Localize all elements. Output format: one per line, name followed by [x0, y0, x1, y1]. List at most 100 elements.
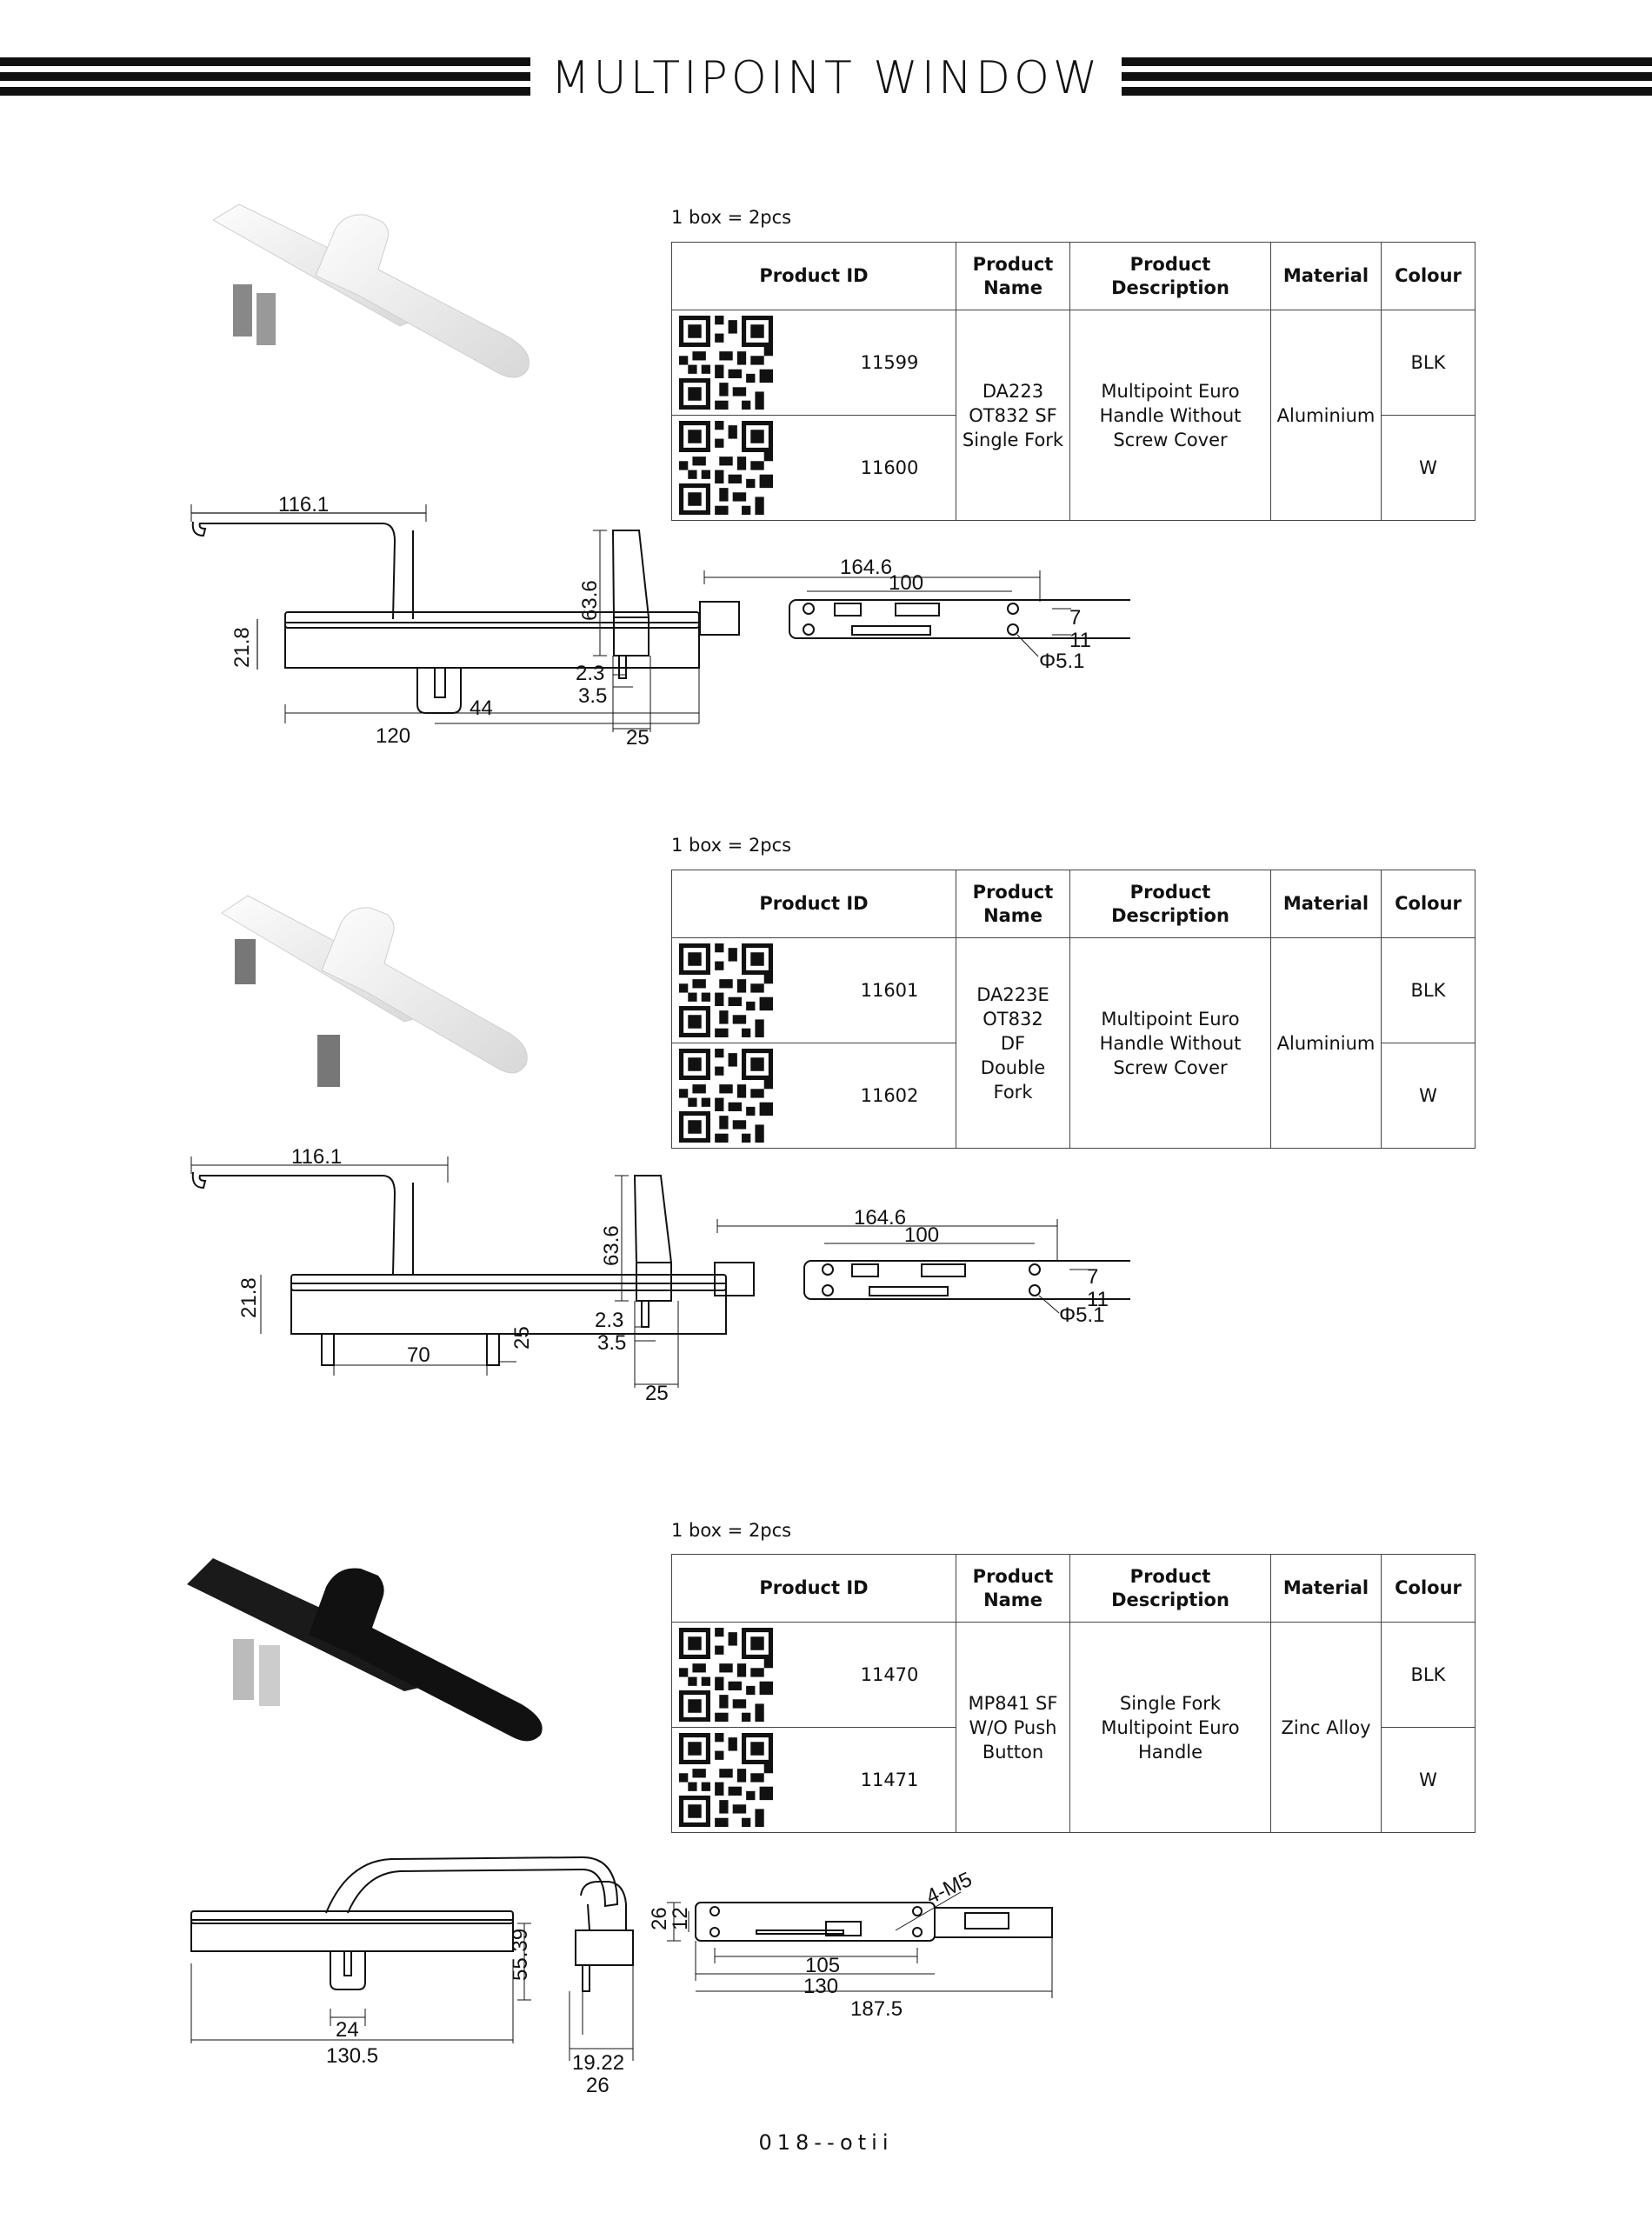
dim-label: 130.5 — [326, 2044, 378, 2068]
qr-code-icon[interactable] — [679, 1628, 773, 1722]
dim-label: 19.22 — [572, 2051, 624, 2075]
dim-label: 3.5 — [578, 684, 607, 708]
dim-label: 25 — [510, 1326, 534, 1350]
product-id: 11601 — [860, 980, 919, 1001]
product-id-cell: 11470 — [671, 1622, 956, 1728]
dim-label: 25 — [645, 1382, 669, 1405]
product-colour: BLK — [1381, 310, 1475, 416]
product-material: Aluminium — [1270, 310, 1382, 521]
header-stripes-left — [0, 57, 556, 96]
qr-code-icon[interactable] — [679, 1049, 773, 1143]
header-product-description: Product Description — [1069, 242, 1271, 310]
dim-label: 2.3 — [595, 1309, 623, 1332]
product-id: 11599 — [860, 352, 919, 373]
dim-label: 12 — [669, 1907, 692, 1930]
product-id: 11471 — [860, 1769, 919, 1790]
dim-label: 116.1 — [291, 1148, 342, 1169]
technical-drawing: 116.1 21.8 70 25 63.6 2.3 3.5 25 164.6 1… — [190, 1148, 1130, 1405]
product-colour: W — [1381, 415, 1475, 521]
dim-label: 100 — [904, 1223, 939, 1247]
dim-label: 7 — [1087, 1265, 1098, 1289]
dim-label: 11 — [1069, 629, 1091, 652]
header-product-name: Product Name — [956, 242, 1070, 310]
dim-label: 63.6 — [600, 1225, 623, 1266]
product-description: Multipoint Euro Handle Without Screw Cov… — [1069, 310, 1271, 521]
product-id-cell: 11599 — [671, 310, 956, 416]
product-photo-white-handle-double-fork — [221, 895, 528, 1087]
box-note: 1 box = 2pcs — [671, 207, 792, 228]
product-id-cell: 11471 — [671, 1727, 956, 1833]
dim-label: 11 — [1087, 1288, 1109, 1311]
dim-label: 100 — [889, 571, 923, 595]
dim-label: 4-M5 — [923, 1868, 976, 1909]
dim-label: 130 — [803, 1975, 838, 1998]
product-colour: BLK — [1381, 1622, 1475, 1728]
product-description: Single Fork Multipoint Euro Handle — [1069, 1622, 1271, 1833]
product-material: Aluminium — [1270, 937, 1382, 1149]
box-note: 1 box = 2pcs — [671, 1520, 792, 1541]
product-id: 11602 — [860, 1085, 919, 1106]
technical-drawing: 116.1 21.8 120 44 63.6 2.3 3.5 25 164.6 … — [190, 496, 1130, 750]
dim-label: 105 — [805, 1954, 840, 1977]
qr-code-icon[interactable] — [679, 943, 773, 1037]
dim-label: 25 — [626, 726, 649, 750]
product-id-cell: 11602 — [671, 1043, 956, 1149]
header-product-name: Product Name — [956, 870, 1070, 938]
header-product-name: Product Name — [956, 1554, 1070, 1623]
product-photo-white-handle-single-fork — [212, 203, 530, 378]
product-material: Zinc Alloy — [1270, 1622, 1382, 1833]
product-table: Product ID Product Name Product Descript… — [671, 870, 1475, 1149]
dim-label: 26 — [586, 2074, 610, 2096]
dim-label: 7 — [1069, 606, 1081, 630]
dim-label: 24 — [336, 2018, 359, 2042]
header-product-id: Product ID — [671, 870, 956, 938]
product-name: MP841 SF W/O Push Button — [956, 1622, 1070, 1833]
header-colour: Colour — [1381, 1554, 1475, 1623]
qr-code-icon[interactable] — [679, 316, 773, 410]
dim-label: 116.1 — [278, 496, 329, 517]
page-footer: 018--otii — [758, 2130, 894, 2155]
header-product-description: Product Description — [1069, 870, 1271, 938]
product-colour: W — [1381, 1727, 1475, 1833]
product-name: DA223 OT832 SF Single Fork — [956, 310, 1070, 521]
page-header: MULTIPOINT WINDOW — [0, 50, 1652, 104]
header-stripes-right — [1100, 57, 1652, 96]
qr-code-icon[interactable] — [679, 1733, 773, 1827]
header-colour: Colour — [1381, 870, 1475, 938]
product-table: Product ID Product Name Product Descript… — [671, 242, 1475, 521]
dim-label: 44 — [470, 696, 493, 720]
header-material: Material — [1270, 242, 1382, 310]
technical-drawing: 55.39 24 130.5 19.22 26 4-M5 26 12 105 1… — [190, 1856, 1053, 2096]
product-table: Product ID Product Name Product Descript… — [671, 1554, 1475, 1833]
product-colour: W — [1381, 1043, 1475, 1149]
header-material: Material — [1270, 870, 1382, 938]
product-description: Multipoint Euro Handle Without Screw Cov… — [1069, 937, 1271, 1149]
product-id-cell: 11600 — [671, 415, 956, 521]
dim-label: 55.39 — [509, 1929, 532, 1981]
dim-label: 26 — [648, 1907, 671, 1930]
dim-label: Φ5.1 — [1039, 650, 1085, 673]
dim-label: 164.6 — [854, 1206, 906, 1230]
product-photo-black-handle — [187, 1558, 543, 1742]
dim-label: 21.8 — [237, 1277, 261, 1318]
dim-label: Φ5.1 — [1059, 1303, 1105, 1327]
header-material: Material — [1270, 1554, 1382, 1623]
dim-label: 63.6 — [578, 580, 602, 621]
dim-label: 2.3 — [576, 662, 604, 685]
dim-label: 164.6 — [840, 556, 892, 579]
dim-label: 120 — [376, 724, 410, 748]
dim-label: 3.5 — [597, 1331, 626, 1355]
product-name: DA223E OT832 DF Double Fork — [956, 937, 1070, 1149]
box-note: 1 box = 2pcs — [671, 835, 792, 856]
product-colour: BLK — [1381, 937, 1475, 1043]
dim-label: 21.8 — [230, 627, 254, 668]
page-title: MULTIPOINT WINDOW — [0, 52, 1652, 104]
product-id: 11600 — [860, 457, 919, 478]
header-product-id: Product ID — [671, 1554, 956, 1623]
header-colour: Colour — [1381, 242, 1475, 310]
header-product-description: Product Description — [1069, 1554, 1271, 1623]
dim-label: 187.5 — [850, 1997, 903, 2021]
dim-label: 70 — [407, 1343, 430, 1367]
header-product-id: Product ID — [671, 242, 956, 310]
product-id: 11470 — [860, 1664, 919, 1685]
